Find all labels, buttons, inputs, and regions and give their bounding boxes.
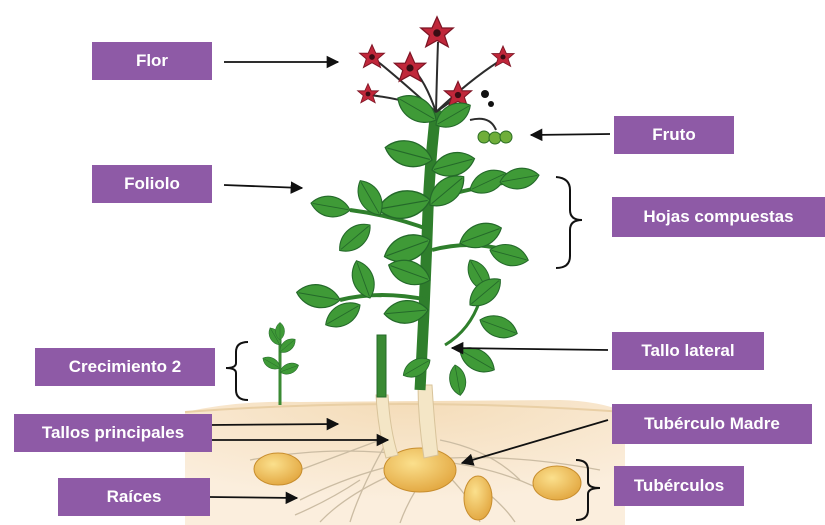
arrow-raices [210, 497, 297, 498]
label-tuberculos: Tubérculos [614, 466, 744, 506]
tuber [254, 453, 302, 485]
label-crecimiento: Crecimiento 2 [35, 348, 215, 386]
small-sprout [260, 322, 300, 405]
label-raices: Raíces [58, 478, 210, 516]
tuber [464, 476, 492, 520]
label-flor: Flor [92, 42, 212, 80]
arrow-foliolo [224, 185, 302, 188]
bracket-crecimiento [226, 342, 248, 400]
label-foliolo: Foliolo [92, 165, 212, 203]
label-tuberculo-madre: Tubérculo Madre [612, 404, 812, 444]
label-tallos-principales: Tallos principales [14, 414, 212, 452]
arrow-tallos-principales-1 [210, 424, 338, 425]
label-fruto: Fruto [614, 116, 734, 154]
label-hojas-compuestas: Hojas compuestas [612, 197, 825, 237]
tuber [533, 466, 581, 500]
bracket-hojas-compuestas [556, 177, 582, 268]
arrow-fruto [531, 134, 610, 135]
fruit [478, 131, 512, 144]
secondary-main-stem [377, 335, 386, 397]
label-tallo-lateral: Tallo lateral [612, 332, 764, 370]
